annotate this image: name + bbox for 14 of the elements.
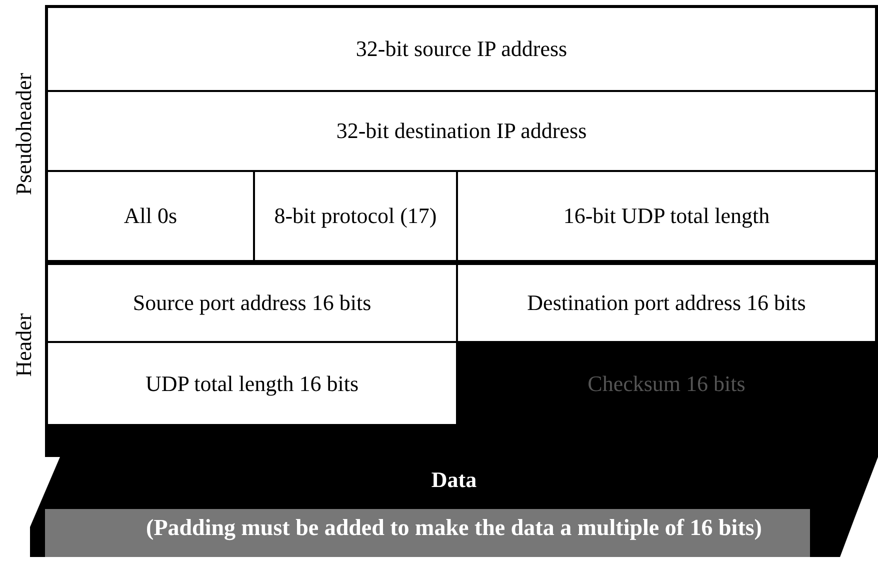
field-cell: 32-bit destination IP address <box>47 91 876 171</box>
field-cell: UDP total length 16 bits <box>47 342 457 425</box>
section-label: Pseudoheader <box>11 72 38 196</box>
section-label: Header <box>10 312 37 376</box>
field-cell: 8-bit protocol (17) <box>254 171 457 261</box>
data-band <box>30 427 878 557</box>
field-cell: 32-bit source IP address <box>47 7 876 91</box>
data-label: Data <box>430 467 478 493</box>
field-cell: 16-bit UDP total length <box>457 171 876 261</box>
padding-note: (Padding must be added to make the data a multiple of 16 bits) <box>145 515 763 541</box>
field-cell: Checksum 16 bits <box>457 342 876 425</box>
field-cell: All 0s <box>47 171 254 261</box>
field-cell: Destination port address 16 bits <box>457 264 876 342</box>
field-cell: Source port address 16 bits <box>47 264 457 342</box>
